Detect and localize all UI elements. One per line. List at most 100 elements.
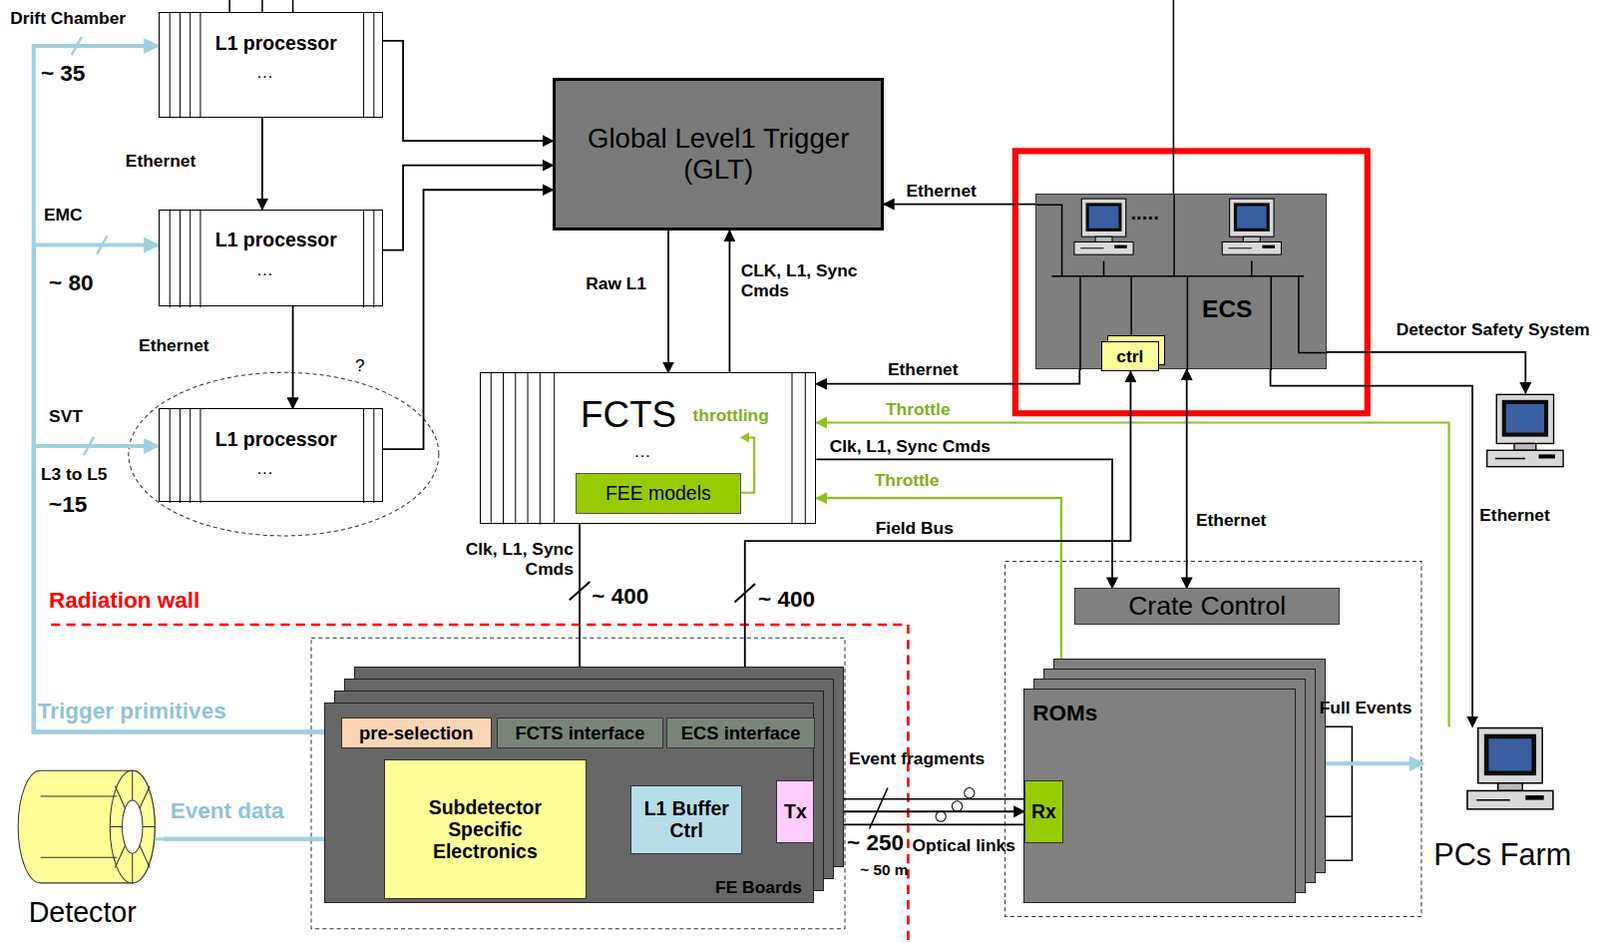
note-label: SVT	[48, 405, 110, 426]
connector	[813, 809, 1025, 812]
drawing-part	[168, 12, 170, 118]
drawing-part	[189, 210, 191, 308]
l1-processor-crate: L1 processor…	[158, 11, 384, 117]
drawing-part	[50, 624, 908, 943]
interface-box: ECS interface	[666, 717, 815, 749]
drawing-part	[1005, 561, 1422, 917]
rx-box: Rx	[1024, 780, 1064, 843]
connector-label: Clk, L1, Sync Cmds	[448, 538, 574, 579]
connector-label: Ethernet	[1196, 509, 1298, 530]
node-drawing	[159, 408, 385, 503]
node-drawing	[1036, 194, 1328, 371]
drawing-part	[964, 788, 975, 799]
connector	[33, 45, 342, 732]
note-label: ~ 35	[40, 60, 102, 87]
connector	[261, 117, 264, 210]
note-label: .....	[1130, 200, 1172, 225]
drawing-part	[199, 408, 201, 503]
note-label: ~15	[48, 491, 110, 518]
note-label: ?	[355, 355, 376, 376]
drawing-part	[935, 810, 946, 821]
note-label: ~ 400	[591, 583, 674, 610]
node-text: Subdetector Specific Electronics	[408, 796, 562, 863]
drawing-part	[189, 12, 191, 118]
connector-label: Ethernet	[138, 335, 241, 356]
l1-processor-crate: L1 processor …	[158, 209, 384, 307]
node-text: FCTS interface	[515, 722, 646, 744]
node-text: L1 processor	[215, 427, 359, 450]
drawing-part	[363, 408, 365, 503]
connector	[383, 40, 554, 141]
trigger-box: Global Level1 Trigger (GLT)	[552, 77, 883, 231]
node-text: pre-selection	[359, 722, 474, 744]
drawing-part	[1074, 198, 1134, 255]
drawing-part	[17, 770, 155, 883]
note-label: ~ 80	[48, 270, 110, 297]
node-text: throttling	[693, 404, 791, 425]
drawing-part	[1295, 726, 1352, 860]
drawing-part	[1036, 194, 1328, 371]
fe-board: FE Boardspre-selectionFCTS interfaceECS …	[324, 702, 814, 904]
drawing-part	[804, 373, 806, 524]
drawing-part	[740, 432, 750, 443]
drawing-part	[553, 373, 555, 524]
node-text: Crate Control	[1128, 590, 1286, 622]
connector	[578, 523, 581, 718]
node-text: ctrl	[1116, 346, 1144, 367]
node-text: …	[633, 440, 675, 461]
drawing-part	[311, 637, 845, 928]
model-box: FEE models	[575, 472, 742, 514]
drawing-part	[539, 373, 541, 524]
node-text: Rx	[1031, 800, 1057, 822]
node-text: ECS interface	[681, 722, 801, 744]
connector-label: Raw L1	[585, 273, 668, 294]
note-label: ~ 400	[758, 586, 840, 613]
connector-label: Throttle	[874, 469, 977, 490]
node-text: L1 Buffer Ctrl	[635, 797, 738, 842]
drawing-part	[489, 373, 491, 524]
connector-label: CLK, L1, Sync Cmds	[741, 260, 874, 301]
crate-control-box: Crate Control	[1074, 587, 1340, 625]
rom-board: ROMsRx	[1023, 688, 1296, 903]
drawing-part	[373, 12, 375, 118]
connector-label: Ethernet	[905, 180, 1008, 201]
computer-icon: Detector Safety System	[1484, 393, 1567, 475]
connector-label: Clk, L1, Sync Cmds	[829, 435, 1035, 456]
node-text: L1 processor	[215, 31, 359, 54]
node-text: Detector Safety System	[1331, 319, 1591, 340]
node-text: …	[256, 457, 298, 478]
preselection-box: pre-selection	[341, 717, 492, 749]
connector-label: Ethernet	[1479, 504, 1582, 525]
computer-icon: PCs Farm	[1423, 726, 1588, 879]
ecs-box: ECSctrl	[1035, 193, 1327, 370]
node-text: FEE models	[605, 481, 712, 504]
note-label: ~ 50 m	[859, 860, 942, 879]
connector	[815, 497, 1062, 689]
connector	[883, 203, 1036, 206]
node-text: Detector	[28, 895, 162, 929]
drawing-part	[40, 770, 156, 883]
node-text: PCs Farm	[1433, 836, 1587, 872]
buffer-box: L1 Buffer Ctrl	[630, 785, 743, 855]
l1-processor-crate: L1 processor …	[158, 407, 384, 502]
note-label: Optical links	[912, 834, 1026, 855]
node-text: Global Level1 Trigger (GLT)	[565, 122, 872, 187]
tx-box: Tx	[776, 780, 814, 843]
drawing-part	[791, 373, 793, 524]
node-text: L1 processor	[215, 228, 359, 251]
drawing-part	[1487, 394, 1564, 466]
drawing-part	[1015, 150, 1368, 413]
node-text: …	[256, 259, 298, 280]
node-text: Tx	[784, 800, 807, 822]
interface-box: FCTS interface	[496, 717, 664, 749]
drawing-part	[812, 788, 1024, 829]
node-drawing	[159, 210, 385, 308]
ctrl-box: ctrl	[1101, 341, 1160, 373]
drawing-part	[189, 408, 191, 503]
connector	[667, 230, 670, 373]
drawing-part	[178, 408, 180, 503]
node-drawing	[1484, 393, 1567, 475]
connector-label: Ethernet	[125, 150, 228, 171]
connector	[1295, 761, 1424, 766]
